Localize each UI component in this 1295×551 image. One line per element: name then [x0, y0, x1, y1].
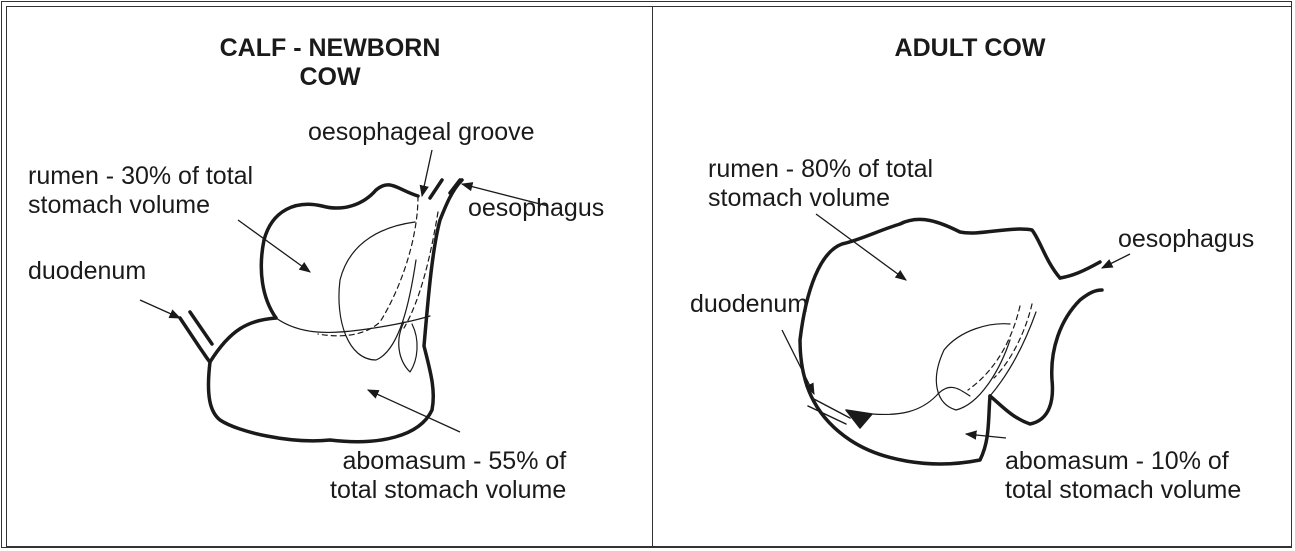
calf-groove-dashed-1 — [318, 196, 418, 336]
adult-oesophagus-wall — [1060, 262, 1100, 278]
calf-duodenum-tube — [180, 318, 210, 362]
adult-abomasum-side — [990, 290, 1102, 424]
calf-abomasum-arrow — [368, 390, 460, 432]
calf-duodenum-arrow — [140, 300, 180, 318]
adult-groove-dashed-2 — [994, 304, 1032, 378]
calf-rumen-thin — [339, 222, 416, 360]
calf-rumen-outline — [261, 185, 418, 318]
calf-rumen-arrow — [238, 220, 310, 272]
adult-oesophagus-arrow — [1102, 254, 1130, 268]
adult-thin-right — [990, 312, 1036, 396]
adult-stomach-drawing — [800, 219, 1102, 464]
calf-groove-arrow — [422, 150, 432, 196]
adult-pylorus — [846, 410, 872, 428]
calf-inner-contour — [276, 316, 430, 332]
calf-oesophagus-wall — [430, 180, 442, 198]
calf-oesophagus-arrow — [462, 184, 548, 206]
adult-rumen-arrow — [816, 214, 906, 280]
calf-abomasum-outline — [208, 180, 462, 442]
adult-duodenum-arrow — [782, 330, 814, 394]
calf-leader-lines — [140, 150, 548, 432]
adult-rumen-outline — [800, 219, 1060, 464]
calf-abomasum-fold — [399, 322, 417, 372]
adult-omasum-thin — [936, 324, 1010, 410]
calf-stomach-drawing — [180, 180, 462, 442]
